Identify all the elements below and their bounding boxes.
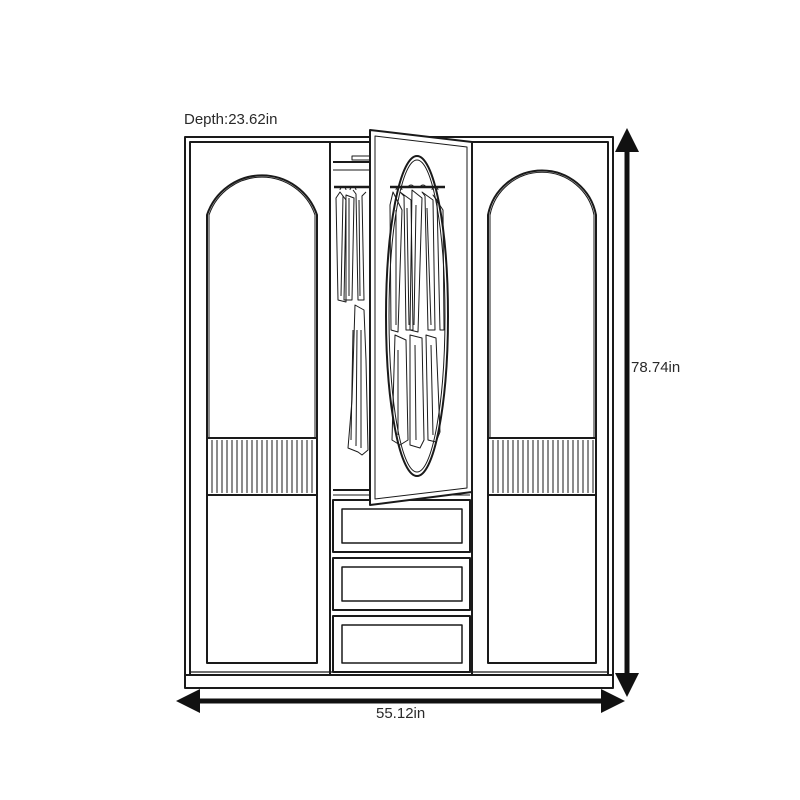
depth-label: Depth:23.62in	[184, 111, 278, 128]
height-label: 78.74in	[631, 359, 681, 376]
width-label: 55.12in	[376, 705, 426, 722]
drawer-3	[332, 615, 471, 673]
right-door	[471, 141, 609, 676]
right-door-arch-panel	[487, 169, 597, 664]
left-door-arch-inner	[208, 176, 316, 438]
width-dimension-arrow	[176, 689, 625, 713]
drawer-2	[332, 557, 471, 611]
open-mirror-door	[369, 129, 473, 506]
drawer-1	[332, 499, 471, 553]
left-door-fluting	[211, 440, 313, 493]
height-dimension-arrow	[615, 128, 639, 697]
left-door	[189, 141, 331, 676]
right-door-arch-inner	[489, 171, 595, 438]
mirror-reflection-clothes	[389, 184, 445, 449]
right-door-fluting	[492, 440, 594, 493]
cabinet-plinth	[184, 674, 614, 689]
left-door-arch-panel	[206, 174, 318, 664]
hanging-clothes	[335, 186, 369, 456]
